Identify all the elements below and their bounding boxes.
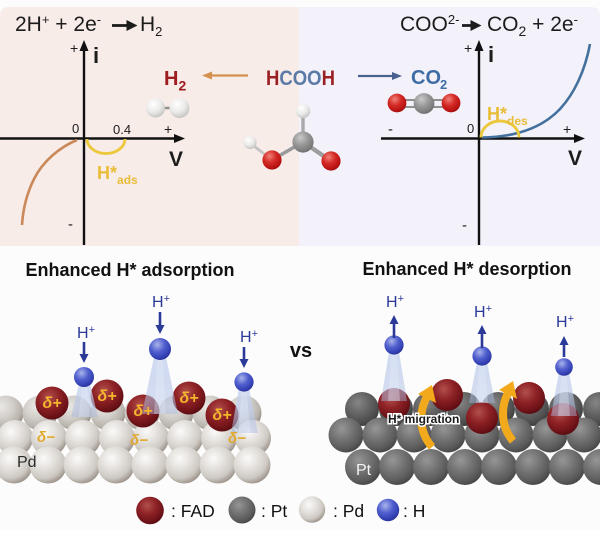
svg-text:Pt: Pt <box>356 462 372 479</box>
svg-text:+: + <box>563 121 571 137</box>
svg-text:Pd: Pd <box>17 454 37 471</box>
svg-text:i: i <box>93 43 99 68</box>
svg-text:2: 2 <box>440 77 447 92</box>
svg-text:-: - <box>462 217 467 234</box>
svg-text:i: i <box>488 42 494 67</box>
svg-text:HCOOH: HCOOH <box>266 67 335 90</box>
svg-text:+: + <box>70 40 78 56</box>
svg-text:: FAD: : FAD <box>171 501 215 521</box>
svg-text:: H: : H <box>403 501 425 521</box>
svg-text:δ+: δ+ <box>42 395 61 412</box>
svg-text:0.4: 0.4 <box>113 122 131 137</box>
svg-text:0: 0 <box>72 121 79 136</box>
svg-text:δ−: δ− <box>130 432 148 449</box>
svg-text:+: + <box>164 121 172 137</box>
svg-text:CO: CO <box>411 67 441 89</box>
svg-text:+: + <box>464 40 472 56</box>
svg-text:CO2 + 2e-: CO2 + 2e- <box>487 12 578 39</box>
svg-text:δ+: δ+ <box>179 390 198 407</box>
svg-text:Enhanced H* desorption: Enhanced H* desorption <box>362 259 571 279</box>
svg-text:: Pt: : Pt <box>261 501 287 521</box>
svg-text:vs: vs <box>290 340 312 362</box>
svg-text:V: V <box>169 148 183 171</box>
svg-text:H* migration: H* migration <box>388 412 459 426</box>
svg-text:-: - <box>68 216 73 233</box>
svg-text:Enhanced H* adsorption: Enhanced H* adsorption <box>25 260 234 280</box>
svg-text:0: 0 <box>467 121 474 136</box>
svg-text:δ+: δ+ <box>97 388 116 405</box>
svg-text:δ+: δ+ <box>212 407 231 424</box>
svg-text:: Pd: : Pd <box>333 501 364 521</box>
svg-text:-: - <box>388 121 393 138</box>
svg-text:V: V <box>568 147 582 170</box>
svg-text:δ−: δ− <box>228 430 246 447</box>
svg-text:δ+: δ+ <box>133 403 152 420</box>
svg-text:δ−: δ− <box>37 429 55 446</box>
svg-text:2H+ + 2e-: 2H+ + 2e- <box>15 12 101 36</box>
